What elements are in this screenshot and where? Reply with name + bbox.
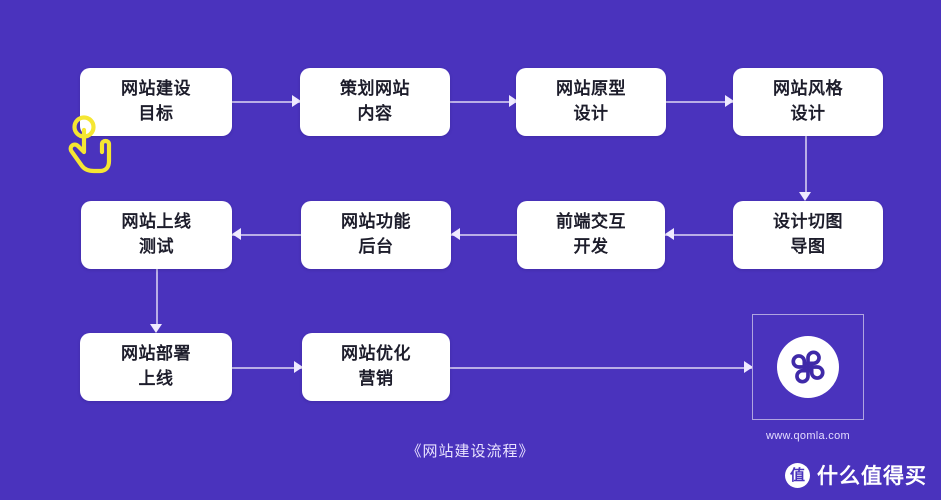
flow-node-launch-test[interactable]: 网站上线 测试 bbox=[81, 201, 232, 269]
arrowhead-n5-n9 bbox=[150, 324, 162, 333]
arrowhead-n10-logo bbox=[744, 361, 753, 373]
watermark-badge-icon: 值 bbox=[785, 462, 810, 488]
connector-n7-n6 bbox=[451, 234, 517, 236]
arrowhead-n8-n7 bbox=[665, 228, 674, 240]
connector-n10-logo bbox=[450, 367, 752, 369]
watermark-text: 什么值得买 bbox=[817, 465, 927, 488]
connector-n4-n8 bbox=[805, 136, 807, 198]
flow-node-label: 策划网站 内容 bbox=[340, 79, 410, 123]
flow-node-label: 网站风格 设计 bbox=[773, 79, 843, 123]
connector-n1-n2 bbox=[232, 101, 300, 103]
flow-node-website-goal[interactable]: 网站建设 目标 bbox=[80, 68, 232, 136]
connector-n2-n3 bbox=[449, 101, 517, 103]
connector-n8-n7 bbox=[665, 234, 733, 236]
connector-n9-n10 bbox=[232, 367, 302, 369]
flow-node-frontend-dev[interactable]: 前端交互 开发 bbox=[517, 201, 665, 269]
flow-node-optimize-marketing[interactable]: 网站优化 营销 bbox=[302, 333, 450, 401]
flow-node-backend-features[interactable]: 网站功能 后台 bbox=[301, 201, 451, 269]
flow-node-style-design[interactable]: 网站风格 设计 bbox=[733, 68, 883, 136]
arrowhead-n4-n8 bbox=[799, 192, 811, 201]
flow-node-label: 网站优化 营销 bbox=[341, 344, 411, 388]
flow-node-prototype-design[interactable]: 网站原型 设计 bbox=[516, 68, 666, 136]
connector-n5-n9 bbox=[156, 268, 158, 330]
flow-node-design-slicing[interactable]: 设计切图 导图 bbox=[733, 201, 883, 269]
flow-node-deploy-online[interactable]: 网站部署 上线 bbox=[80, 333, 232, 401]
flow-node-label: 设计切图 导图 bbox=[773, 212, 843, 256]
arrowhead-n6-n5 bbox=[232, 228, 241, 240]
logo-url-text: www.qomla.com bbox=[766, 430, 850, 442]
arrowhead-n7-n6 bbox=[451, 228, 460, 240]
hand-tap-cursor-icon bbox=[62, 114, 120, 174]
arrowhead-n3-n4 bbox=[725, 95, 734, 107]
logo-frame bbox=[752, 314, 864, 420]
flow-node-label: 网站部署 上线 bbox=[121, 344, 191, 388]
watermark: 值 什么值得买 bbox=[785, 460, 927, 490]
flow-node-label: 网站原型 设计 bbox=[556, 79, 626, 123]
arrowhead-n2-n3 bbox=[509, 95, 518, 107]
flow-node-label: 网站建设 目标 bbox=[121, 79, 191, 123]
flow-node-label: 网站功能 后台 bbox=[341, 212, 411, 256]
flow-node-label: 网站上线 测试 bbox=[121, 212, 192, 256]
connector-n3-n4 bbox=[665, 101, 733, 103]
diagram-caption: 《网站建设流程》 bbox=[406, 443, 535, 460]
connector-n6-n5 bbox=[232, 234, 301, 236]
flow-node-plan-content[interactable]: 策划网站 内容 bbox=[300, 68, 450, 136]
arrowhead-n9-n10 bbox=[294, 361, 303, 373]
flow-node-label: 前端交互 开发 bbox=[556, 212, 626, 256]
arrowhead-n1-n2 bbox=[292, 95, 301, 107]
qomla-clover-logo-icon bbox=[777, 336, 839, 398]
